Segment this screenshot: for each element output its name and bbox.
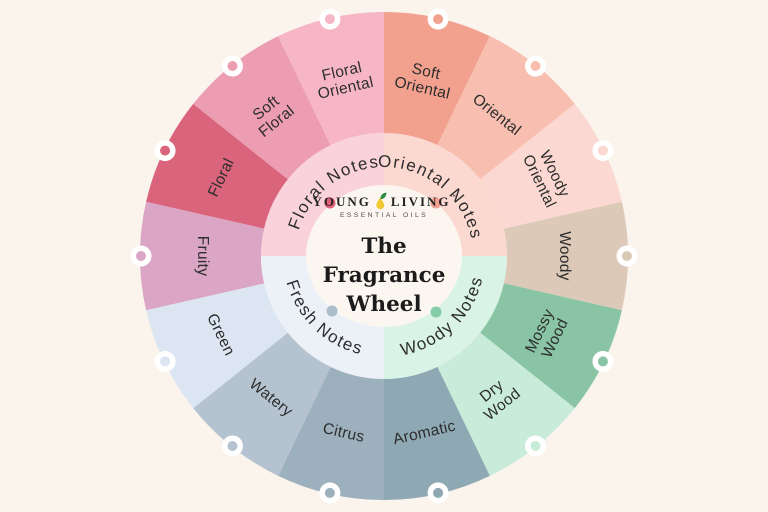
family-quadrant-woody-notes	[384, 256, 507, 379]
segment-marker-dot-mossy-wood	[597, 356, 608, 367]
segment-mossy-wood	[480, 283, 622, 409]
segment-marker-dot-fruity	[136, 251, 146, 261]
family-dot-woody-notes	[430, 306, 442, 318]
segment-label-woody: Woody	[556, 231, 573, 280]
segment-marker-dot-soft-floral	[227, 61, 238, 72]
segment-marker-dot-green	[160, 356, 171, 367]
center-disc	[306, 185, 462, 327]
segment-marker-dot-floral	[160, 145, 171, 156]
segment-marker-dot-woody	[622, 251, 632, 261]
segment-marker-dot-woody-oriental	[597, 145, 608, 156]
segment-label-fruity: Fruity	[194, 236, 211, 277]
segment-citrus	[278, 366, 384, 500]
segment-marker-dot-soft-oriental	[433, 14, 444, 25]
segment-marker-dot-dry-wood	[530, 440, 541, 451]
segment-marker-dot-floral-oriental	[324, 14, 335, 25]
segment-marker-dot-oriental	[530, 61, 541, 72]
segment-woody-oriental	[480, 103, 622, 229]
segment-aromatic	[384, 366, 490, 500]
family-quadrant-fresh-notes	[261, 256, 384, 379]
segment-marker-dot-citrus	[324, 487, 335, 498]
family-dot-floral-notes	[324, 197, 336, 209]
segment-woody	[503, 201, 628, 311]
family-dot-oriental-notes	[430, 197, 442, 209]
family-quadrant-floral-notes	[261, 133, 384, 256]
family-dot-fresh-notes	[326, 305, 338, 317]
segment-green	[146, 283, 288, 409]
segment-marker-dot-watery	[227, 440, 238, 451]
segment-floral-oriental	[278, 11, 384, 146]
segment-floral	[146, 103, 288, 229]
segment-soft-oriental	[384, 12, 490, 146]
family-quadrant-oriental-notes	[384, 133, 507, 256]
segment-marker-dot-aromatic	[433, 487, 444, 498]
segment-fruity	[139, 201, 265, 311]
